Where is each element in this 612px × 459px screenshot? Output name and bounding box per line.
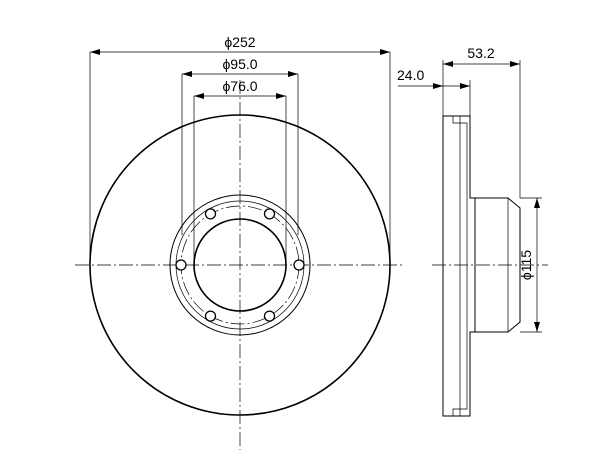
bolt-hole: [204, 208, 217, 220]
bolt-hole: [204, 310, 217, 322]
hub-dia-arrow-top: [534, 198, 540, 208]
outer-diameter-label: ϕ252: [224, 34, 255, 50]
pcd-arrow-left: [182, 71, 192, 77]
od-arrow-right: [380, 49, 390, 55]
bolt-hole: [263, 208, 276, 220]
bolt-hole: [263, 310, 276, 322]
pcd-label: ϕ95.0: [222, 56, 257, 72]
side-view: [432, 115, 548, 417]
height-arrow-right: [510, 61, 520, 67]
side-view-dimensions: 53.2 24.0 ϕ115: [397, 45, 542, 333]
disc-section-outline: [442, 115, 476, 417]
hub-diameter-label: ϕ115: [518, 250, 534, 280]
hub-dia-arrow-bottom: [534, 322, 540, 332]
bolt-hole-group: [175, 208, 305, 322]
disc-thickness-label: 24.0: [397, 67, 424, 83]
hub-outer-circle: [169, 194, 311, 336]
bolt-hole: [293, 259, 305, 271]
thickness-arrow-right: [460, 83, 470, 89]
center-bore-label: ϕ76.0: [222, 78, 257, 94]
bore-arrow-right: [276, 93, 286, 99]
front-view: [75, 80, 405, 450]
pcd-arrow-right: [288, 71, 298, 77]
front-view-dimensions: ϕ252 ϕ95.0 ϕ76.0: [89, 34, 391, 265]
thickness-arrow-left: [433, 83, 443, 89]
total-height-label: 53.2: [467, 45, 494, 61]
vane-gap-right: [459, 116, 468, 416]
hub-hat-outline: [475, 197, 521, 333]
bolt-hole: [175, 259, 187, 271]
height-arrow-left: [443, 61, 453, 67]
od-arrow-left: [90, 49, 100, 55]
vane-gap-left: [452, 116, 461, 416]
bore-arrow-left: [194, 93, 204, 99]
